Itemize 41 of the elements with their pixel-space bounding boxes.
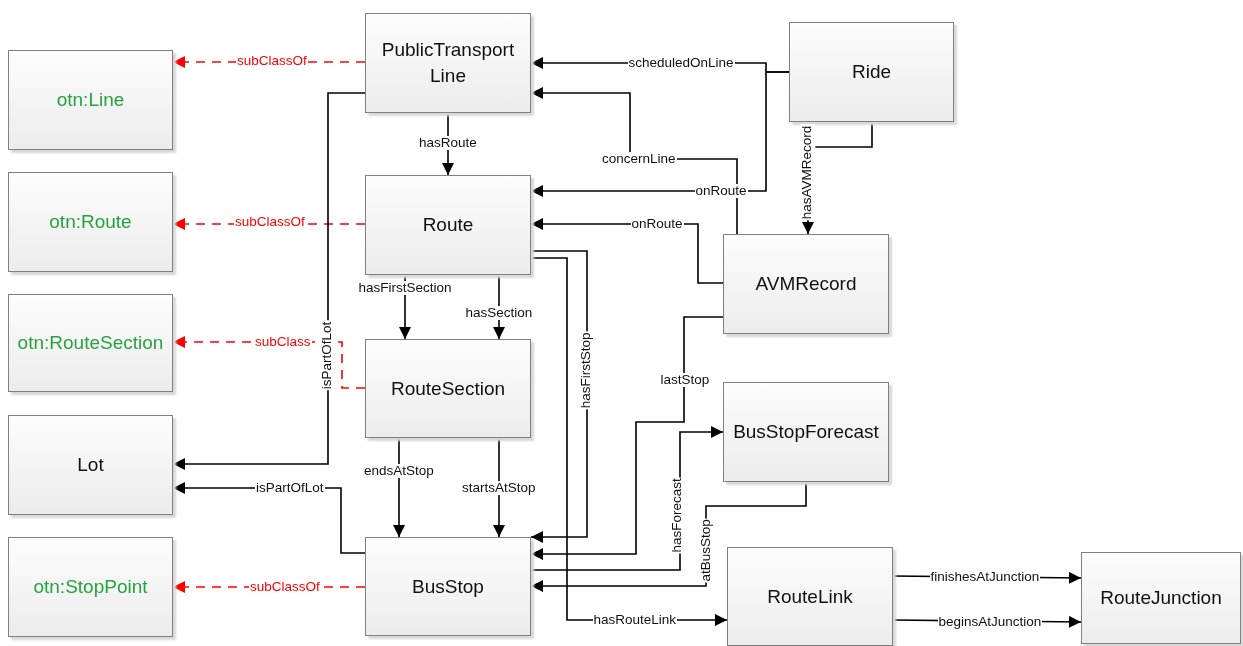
class-name: otn:Line (56, 88, 125, 113)
edge-label: atBusStop (698, 517, 714, 583)
class-box (727, 547, 893, 646)
class-box (1081, 552, 1241, 644)
class-box (8, 537, 173, 637)
class-box (723, 234, 889, 334)
edge-label: startsAtStop (461, 480, 537, 496)
class-name: BusStop (412, 574, 484, 599)
class-name: otn:RouteSection (17, 331, 164, 356)
class-name: RouteSection (390, 376, 506, 401)
class-name: otn:Route (49, 210, 132, 235)
edge-label: onRoute (694, 183, 748, 199)
class-box (789, 22, 954, 122)
class-box (8, 415, 173, 515)
class-name: Lot (77, 453, 104, 478)
edge-label: hasFirstSection (357, 280, 453, 296)
arrow (393, 437, 405, 538)
class-name: Ride (851, 60, 892, 85)
class-name: Route (422, 213, 474, 238)
class-box (8, 172, 173, 272)
edge-label: lastStop (659, 372, 711, 388)
edge-label: beginsAtJunction (937, 614, 1043, 630)
class-name: AVMRecord (755, 272, 857, 297)
edge-label: hasAVMRecord (800, 124, 816, 220)
class-name: BusStopForecast (733, 420, 879, 445)
edge-label: endsAtStop (363, 463, 435, 479)
class-box (365, 13, 531, 113)
class-name: PublicTransport Line (380, 38, 516, 88)
class-box (723, 382, 889, 482)
class-box (365, 175, 531, 275)
class-name: otn:StopPoint (33, 575, 148, 600)
arrow (530, 316, 724, 560)
class-name: RouteLink (767, 584, 853, 609)
class-name: RouteJunction (1100, 586, 1222, 611)
class-box (365, 339, 531, 438)
class-box (365, 537, 531, 636)
edge-label: hasRoute (418, 135, 478, 151)
edge-label: hasSection (464, 305, 534, 321)
edge-label: hasFirstStop (579, 331, 595, 409)
class-box (8, 294, 173, 392)
class-box (8, 50, 173, 150)
